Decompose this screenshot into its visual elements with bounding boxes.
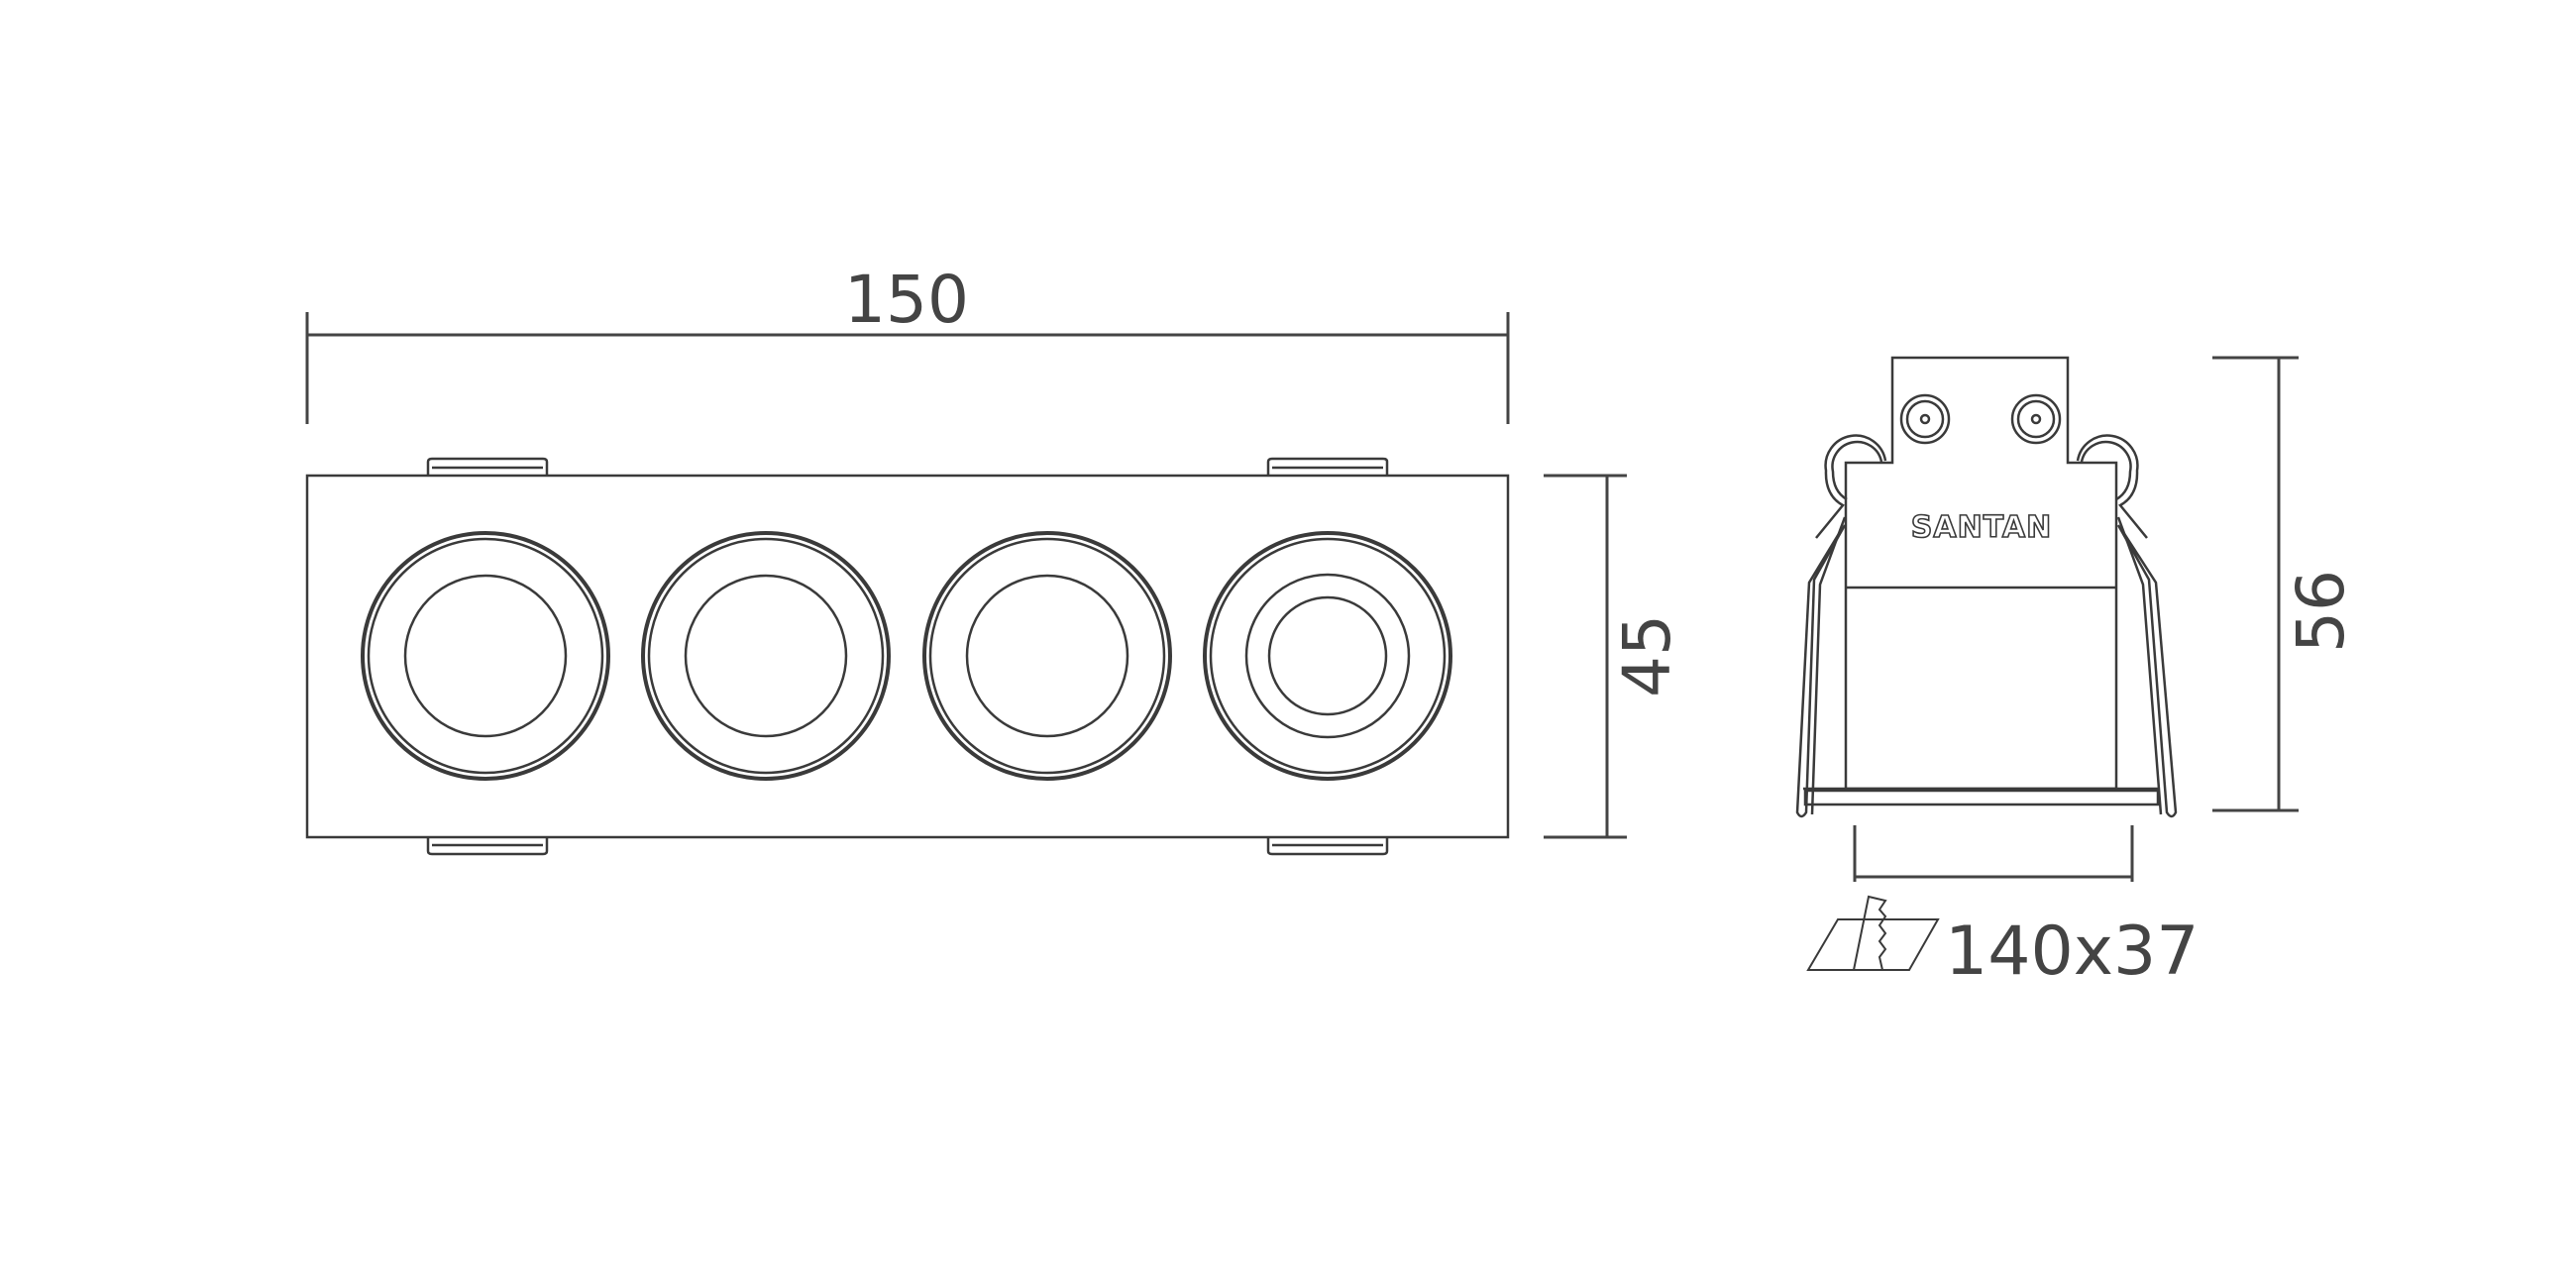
side-height-label: 56 [2283,570,2359,653]
mounting-clip [1266,837,1389,856]
lens-1 [361,531,610,781]
lens-3 [922,531,1172,781]
spring-clip-left [1795,434,1887,818]
width-dimension: 150 [305,262,1510,424]
lens-4 [1203,531,1452,781]
side-height-dimension: 56 [2212,356,2359,812]
screw-icon [2010,393,2062,445]
front-plate [305,474,1510,839]
spring-clip-right [2076,434,2178,818]
cutout-label: 140x37 [1945,912,2200,991]
cutout-saw-icon [1806,895,1940,971]
width-label: 150 [844,262,969,338]
mounting-clip [1266,457,1389,476]
height-label: 45 [1609,614,1685,698]
height-dimension: 45 [1544,474,1685,839]
flange [1803,789,2160,806]
brand-logo: SANTAN [1911,510,2052,545]
side-view: SANTAN [1795,356,2178,818]
screw-icon [1899,393,1951,445]
mounting-clip [426,837,549,856]
cutout-dimension [1853,825,2134,882]
lens-2 [641,531,891,781]
front-view [305,457,1510,856]
mounting-clip [426,457,549,476]
